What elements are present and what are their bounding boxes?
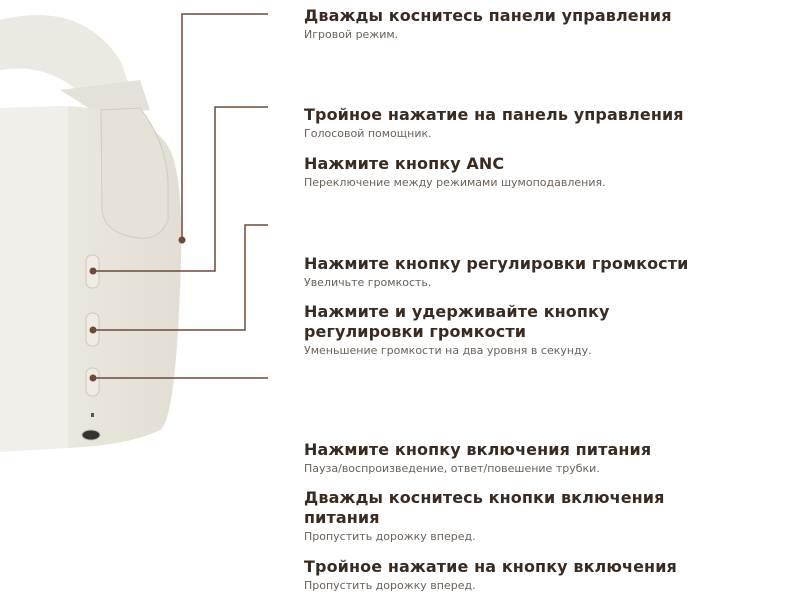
instruction-item: Нажмите кнопку включения питания Пауза/в… <box>304 440 794 477</box>
instruction-item: Дважды коснитесь панели управления Игров… <box>304 6 794 43</box>
instruction-item: Тройное нажатие на кнопку включения Проп… <box>304 557 794 594</box>
instruction-desc: Пропустить дорожку вперед. <box>304 579 476 592</box>
instruction-desc: Увеличьте громкость. <box>304 276 432 289</box>
instruction-title: Нажмите кнопку включения питания <box>304 440 652 459</box>
instruction-desc: Пауза/воспроизведение, ответ/повешение т… <box>304 462 600 475</box>
instruction-desc: Игровой режим. <box>304 28 399 41</box>
instruction-title: Тройное нажатие на кнопку включения <box>304 557 677 576</box>
ear-cushion <box>0 106 68 452</box>
instruction-title: Нажмите кнопку регулировки громкости <box>304 254 689 273</box>
instruction-title: Дважды коснитесь панели управления <box>304 6 672 25</box>
instruction-desc: Пропустить дорожку вперед. <box>304 530 476 543</box>
callout-dot-volume <box>89 326 97 334</box>
callout-dot-touch-panel <box>178 236 186 244</box>
instruction-desc: Переключение между режимами шумоподавлен… <box>304 176 606 189</box>
instruction-item: Нажмите кнопку ANC Переключение между ре… <box>304 154 794 191</box>
instruction-title: Тройное нажатие на панель управления <box>304 105 684 124</box>
headband <box>0 15 150 115</box>
instruction-item: Нажмите кнопку регулировки громкости Уве… <box>304 254 794 291</box>
power-button <box>85 367 100 397</box>
led-indicator <box>91 413 94 417</box>
instruction-item: Нажмите и удерживайте кнопку регулировки… <box>304 302 634 359</box>
instruction-item: Тройное нажатие на панель управления Гол… <box>304 105 794 142</box>
instruction-title: Нажмите кнопку ANC <box>304 154 505 173</box>
instruction-item: Дважды коснитесь кнопки включения питани… <box>304 488 684 545</box>
instruction-title: Нажмите и удерживайте кнопку регулировки… <box>304 302 610 341</box>
callout-dot-anc <box>89 267 97 275</box>
instruction-desc: Уменьшение громкости на два уровня в сек… <box>304 344 592 357</box>
touch-panel <box>100 107 169 239</box>
callout-dot-power <box>89 374 97 382</box>
callout-lines <box>93 13 268 379</box>
instruction-desc: Голосовой помощник. <box>304 127 432 140</box>
audio-jack <box>81 429 101 441</box>
instruction-title: Дважды коснитесь кнопки включения питани… <box>304 488 665 527</box>
